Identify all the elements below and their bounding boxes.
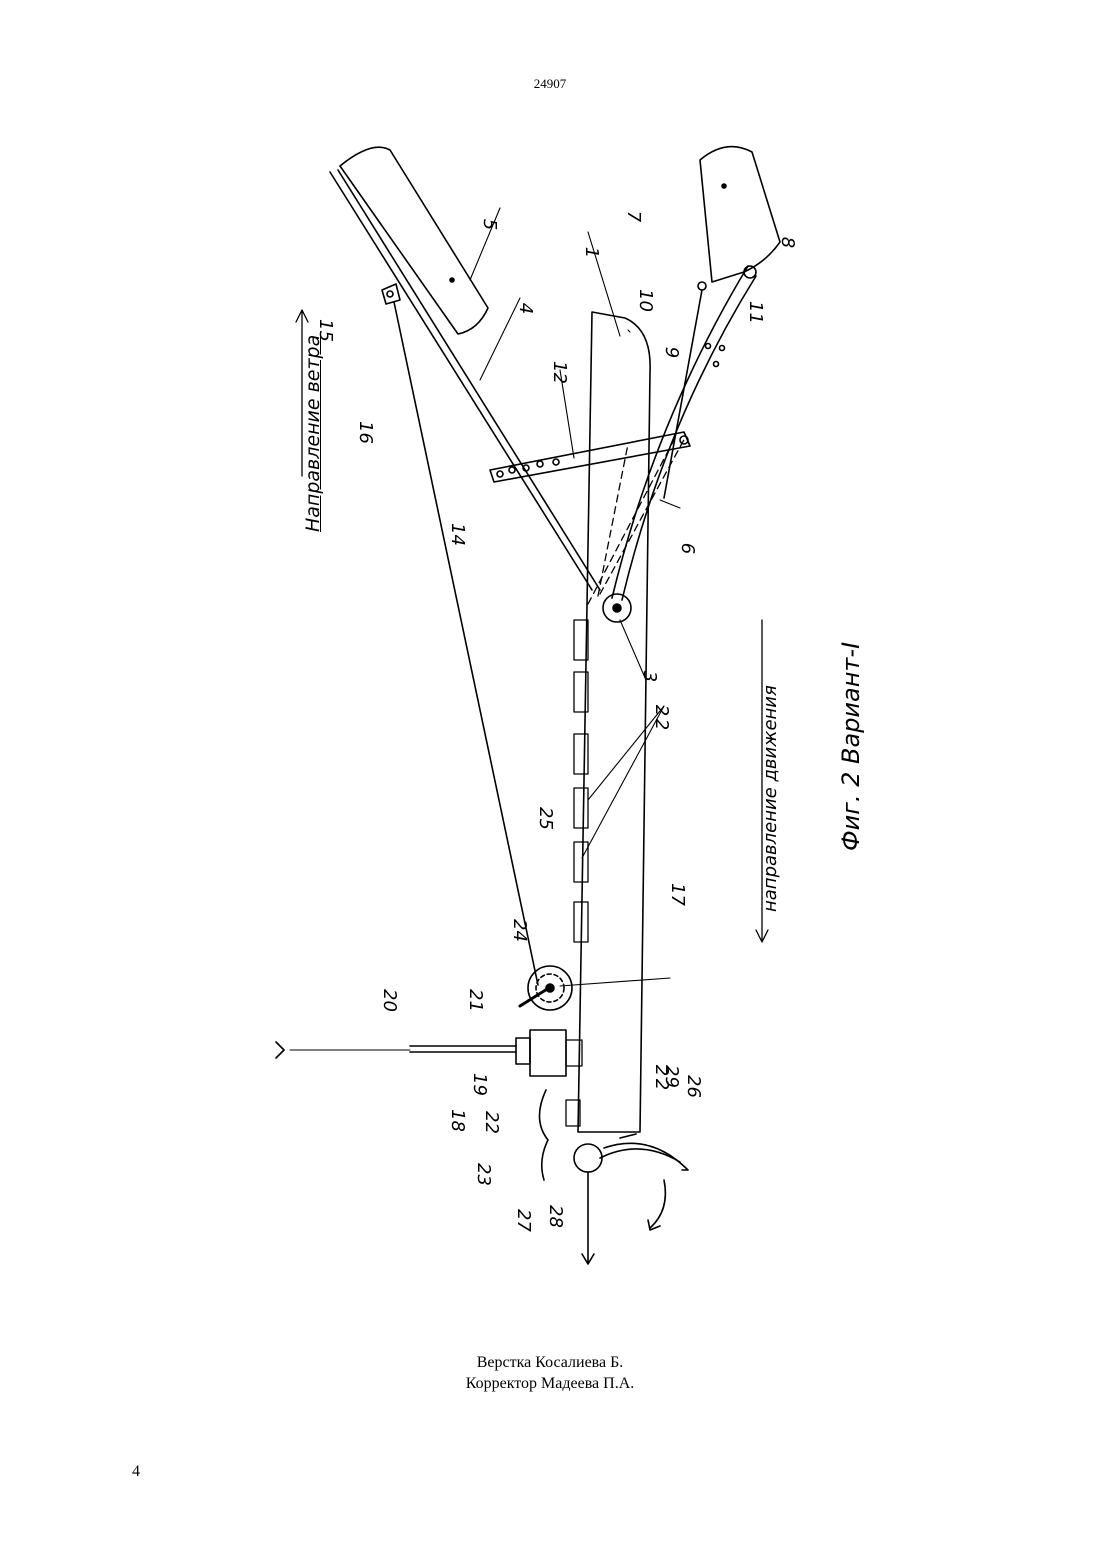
part-label: 19	[469, 1073, 490, 1096]
part-label: 8	[777, 237, 798, 248]
direction-arrows	[296, 310, 768, 942]
part-label: 14	[447, 523, 468, 546]
part-label: 9	[661, 347, 682, 358]
part-label: 1	[581, 247, 602, 258]
part-label: 22	[481, 1111, 502, 1134]
page-number: 4	[132, 1463, 140, 1481]
part-label: 2	[651, 719, 672, 730]
part-label: 26	[683, 1075, 704, 1098]
drawing-canvas	[250, 110, 890, 1270]
sprocket	[520, 966, 572, 1010]
part-label: 24	[509, 919, 530, 942]
part-label: 25	[535, 807, 556, 830]
part-label: 7	[623, 211, 644, 222]
main-frame	[578, 312, 650, 1132]
footer-corrector-credit: Корректор Мадеева П.А.	[0, 1373, 1100, 1394]
movement-direction-label: направление движения	[760, 672, 781, 912]
footer-credits: Верстка Косалиева Б. Корректор Мадеева П…	[0, 1352, 1100, 1394]
part-label: 28	[545, 1205, 566, 1228]
technical-drawing: 1 2 2 2 2 3 4 5 6 7 8 9 10 11 12 14 15 1…	[250, 110, 890, 1270]
part-label: 27	[513, 1209, 534, 1232]
part-label: 6	[677, 543, 698, 554]
part-label: 3	[639, 671, 660, 682]
mast-block	[276, 1030, 566, 1180]
footer-layout-credit: Верстка Косалиева Б.	[0, 1352, 1100, 1373]
rear-assembly	[574, 1134, 688, 1264]
part-label: 18	[447, 1109, 468, 1132]
wind-direction-label: Направление ветра	[302, 372, 324, 532]
part-label: 20	[379, 989, 400, 1012]
leader-lines	[470, 208, 680, 986]
part-label: 2	[651, 705, 672, 716]
part-label: 17	[667, 883, 688, 906]
part-label: 16	[355, 421, 376, 444]
part-label: 12	[549, 361, 570, 384]
cable	[382, 284, 538, 985]
part-label: 21	[465, 989, 486, 1012]
part-label: 4	[515, 303, 536, 314]
part-label: 10	[635, 289, 656, 312]
document-number: 24907	[0, 76, 1100, 92]
pivot-wheel	[603, 594, 631, 622]
part-label: 29	[661, 1065, 682, 1088]
part-label: 23	[473, 1163, 494, 1186]
part-label: 11	[745, 301, 766, 324]
figure-caption: Фиг. 2 Вариант-I	[837, 601, 865, 851]
part-label: 5	[479, 219, 500, 230]
